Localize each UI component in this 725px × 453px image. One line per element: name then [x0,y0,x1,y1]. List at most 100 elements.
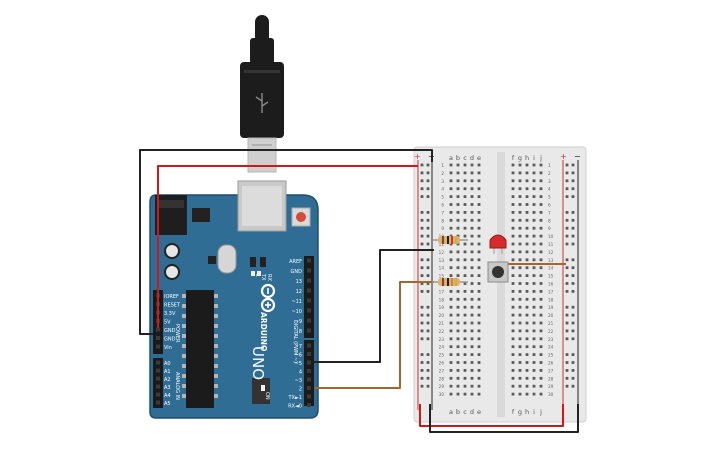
breadboard-hole[interactable] [456,266,460,270]
breadboard-hole[interactable] [532,195,536,198]
breadboard-hole[interactable] [463,392,467,396]
breadboard-hole[interactable] [539,321,543,325]
breadboard-hole[interactable] [511,250,515,254]
breadboard-hole[interactable] [477,329,481,333]
rail-hole[interactable] [571,369,575,372]
breadboard-hole[interactable] [449,337,453,341]
breadboard-hole[interactable] [470,329,474,333]
rail-hole[interactable] [420,179,424,183]
rail-hole[interactable] [426,163,430,167]
breadboard-hole[interactable] [511,218,515,222]
breadboard-hole[interactable] [511,321,515,325]
rail-hole[interactable] [420,305,424,309]
breadboard-hole[interactable] [449,226,453,230]
breadboard-hole[interactable] [470,187,474,191]
arduino-uno-board[interactable]: ARDUINO UNO L TX RX ON IOREFRESET3.3V5VG… [149,180,319,419]
rail-hole[interactable] [426,384,430,388]
rail-hole[interactable] [571,337,575,341]
breadboard-hole[interactable] [539,218,543,222]
breadboard-hole[interactable] [477,305,481,309]
rail-hole[interactable] [571,384,575,388]
breadboard-hole[interactable] [463,305,467,309]
breadboard-hole[interactable] [470,353,474,356]
breadboard-hole[interactable] [532,218,536,222]
breadboard-hole[interactable] [525,242,529,246]
rail-hole[interactable] [571,226,575,230]
breadboard-hole[interactable] [525,392,529,396]
breadboard-hole[interactable] [518,321,522,325]
rail-hole[interactable] [426,329,430,333]
breadboard-hole[interactable] [532,290,536,293]
rail-hole[interactable] [420,329,424,333]
breadboard-hole[interactable] [477,211,481,214]
breadboard-hole[interactable] [511,211,515,214]
rail-hole[interactable] [565,361,569,364]
breadboard-hole[interactable] [539,290,543,293]
breadboard-hole[interactable] [511,171,515,175]
breadboard-hole[interactable] [470,305,474,309]
rail-hole[interactable] [420,171,424,175]
breadboard-hole[interactable] [539,211,543,214]
wire-gnd-black[interactable] [139,149,433,335]
breadboard-hole[interactable] [456,242,460,246]
breadboard-hole[interactable] [532,163,536,167]
rail-hole[interactable] [426,171,430,175]
breadboard-hole[interactable] [518,345,522,349]
breadboard-hole[interactable] [477,258,481,262]
breadboard-hole[interactable] [539,195,543,198]
breadboard-hole[interactable] [518,313,522,317]
breadboard-hole[interactable] [463,242,467,246]
rail-hole[interactable] [571,329,575,333]
breadboard-hole[interactable] [463,376,467,380]
header-pin[interactable] [156,360,160,365]
breadboard-hole[interactable] [463,250,467,254]
rail-hole[interactable] [420,376,424,380]
breadboard-hole[interactable] [463,361,467,364]
breadboard-hole[interactable] [539,337,543,341]
breadboard-hole[interactable] [539,297,543,301]
header-pin[interactable] [307,268,311,273]
breadboard-hole[interactable] [449,376,453,380]
wire-rail-bridge-red[interactable] [419,404,564,427]
rail-hole[interactable] [426,226,430,230]
breadboard-hole[interactable] [456,218,460,222]
breadboard-hole[interactable] [456,226,460,230]
rail-hole[interactable] [420,337,424,341]
breadboard-hole[interactable] [518,376,522,380]
rail-hole[interactable] [565,321,569,325]
breadboard-hole[interactable] [525,171,529,175]
rail-hole[interactable] [571,361,575,364]
breadboard-hole[interactable] [511,384,515,388]
breadboard-hole[interactable] [539,163,543,167]
breadboard-hole[interactable] [518,305,522,309]
header-pin[interactable] [156,400,160,405]
rail-hole[interactable] [565,313,569,317]
rail-hole[interactable] [565,234,569,238]
breadboard-hole[interactable] [525,384,529,388]
breadboard-hole[interactable] [518,211,522,214]
breadboard-hole[interactable] [518,266,522,270]
breadboard-hole[interactable] [449,353,453,356]
breadboard-hole[interactable] [449,345,453,349]
breadboard-hole[interactable] [449,274,453,277]
breadboard-hole[interactable] [518,329,522,333]
breadboard-hole[interactable] [477,376,481,380]
header-pin[interactable] [307,352,311,356]
led[interactable] [489,234,507,254]
breadboard-hole[interactable] [539,266,543,270]
rail-hole[interactable] [571,163,575,167]
breadboard-hole[interactable] [456,305,460,309]
rail-hole[interactable] [571,305,575,309]
breadboard-hole[interactable] [539,242,543,246]
breadboard-hole[interactable] [456,321,460,325]
breadboard-hole[interactable] [477,353,481,356]
breadboard-hole[interactable] [470,258,474,262]
rail-hole[interactable] [565,258,569,262]
rail-hole[interactable] [565,329,569,333]
breadboard-hole[interactable] [456,258,460,262]
breadboard-hole[interactable] [539,353,543,356]
breadboard-hole[interactable] [449,250,453,254]
breadboard-hole[interactable] [463,226,467,230]
breadboard-hole[interactable] [470,282,474,285]
breadboard-hole[interactable] [477,171,481,175]
